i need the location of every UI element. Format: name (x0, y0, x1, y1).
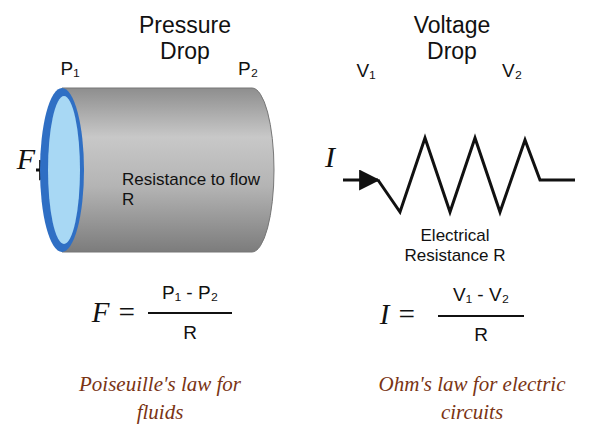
current-arrow (343, 179, 378, 182)
law-caption: Ohm's law for electric circuits (362, 370, 582, 427)
pipe-opening-rim (40, 88, 84, 252)
equation-denominator: R (183, 322, 197, 344)
pipe-cylinder: Resistance to flow R (36, 84, 276, 256)
section-heading: Voltage Drop (402, 12, 502, 65)
fraction-bar (148, 312, 232, 314)
resistor-symbol (378, 138, 575, 212)
fraction-bar (438, 315, 524, 317)
equation-numerator: P₁ - P₂ (162, 282, 218, 304)
section-heading: Pressure Drop (130, 12, 240, 65)
pressure-label: P₂ (238, 58, 258, 80)
cylinder-body (62, 88, 274, 252)
flow-symbol: F (17, 142, 35, 177)
current-symbol: I (325, 140, 335, 175)
equation-numerator: V₁ - V₂ (453, 284, 509, 306)
voltage-label: V₁ (356, 60, 375, 82)
pressure-label: P₁ (60, 58, 79, 80)
equation-denominator: R (474, 324, 488, 346)
node-text: Resistance to flow R (122, 170, 262, 211)
pipe-opening (48, 96, 80, 244)
voltage-label: V₂ (502, 60, 522, 82)
equation-term: I = (380, 298, 416, 331)
component-label: Electrical Resistance R (390, 226, 520, 265)
equation-term: F = (92, 296, 137, 329)
law-caption: Poiseuille's law for fluids (60, 370, 260, 427)
